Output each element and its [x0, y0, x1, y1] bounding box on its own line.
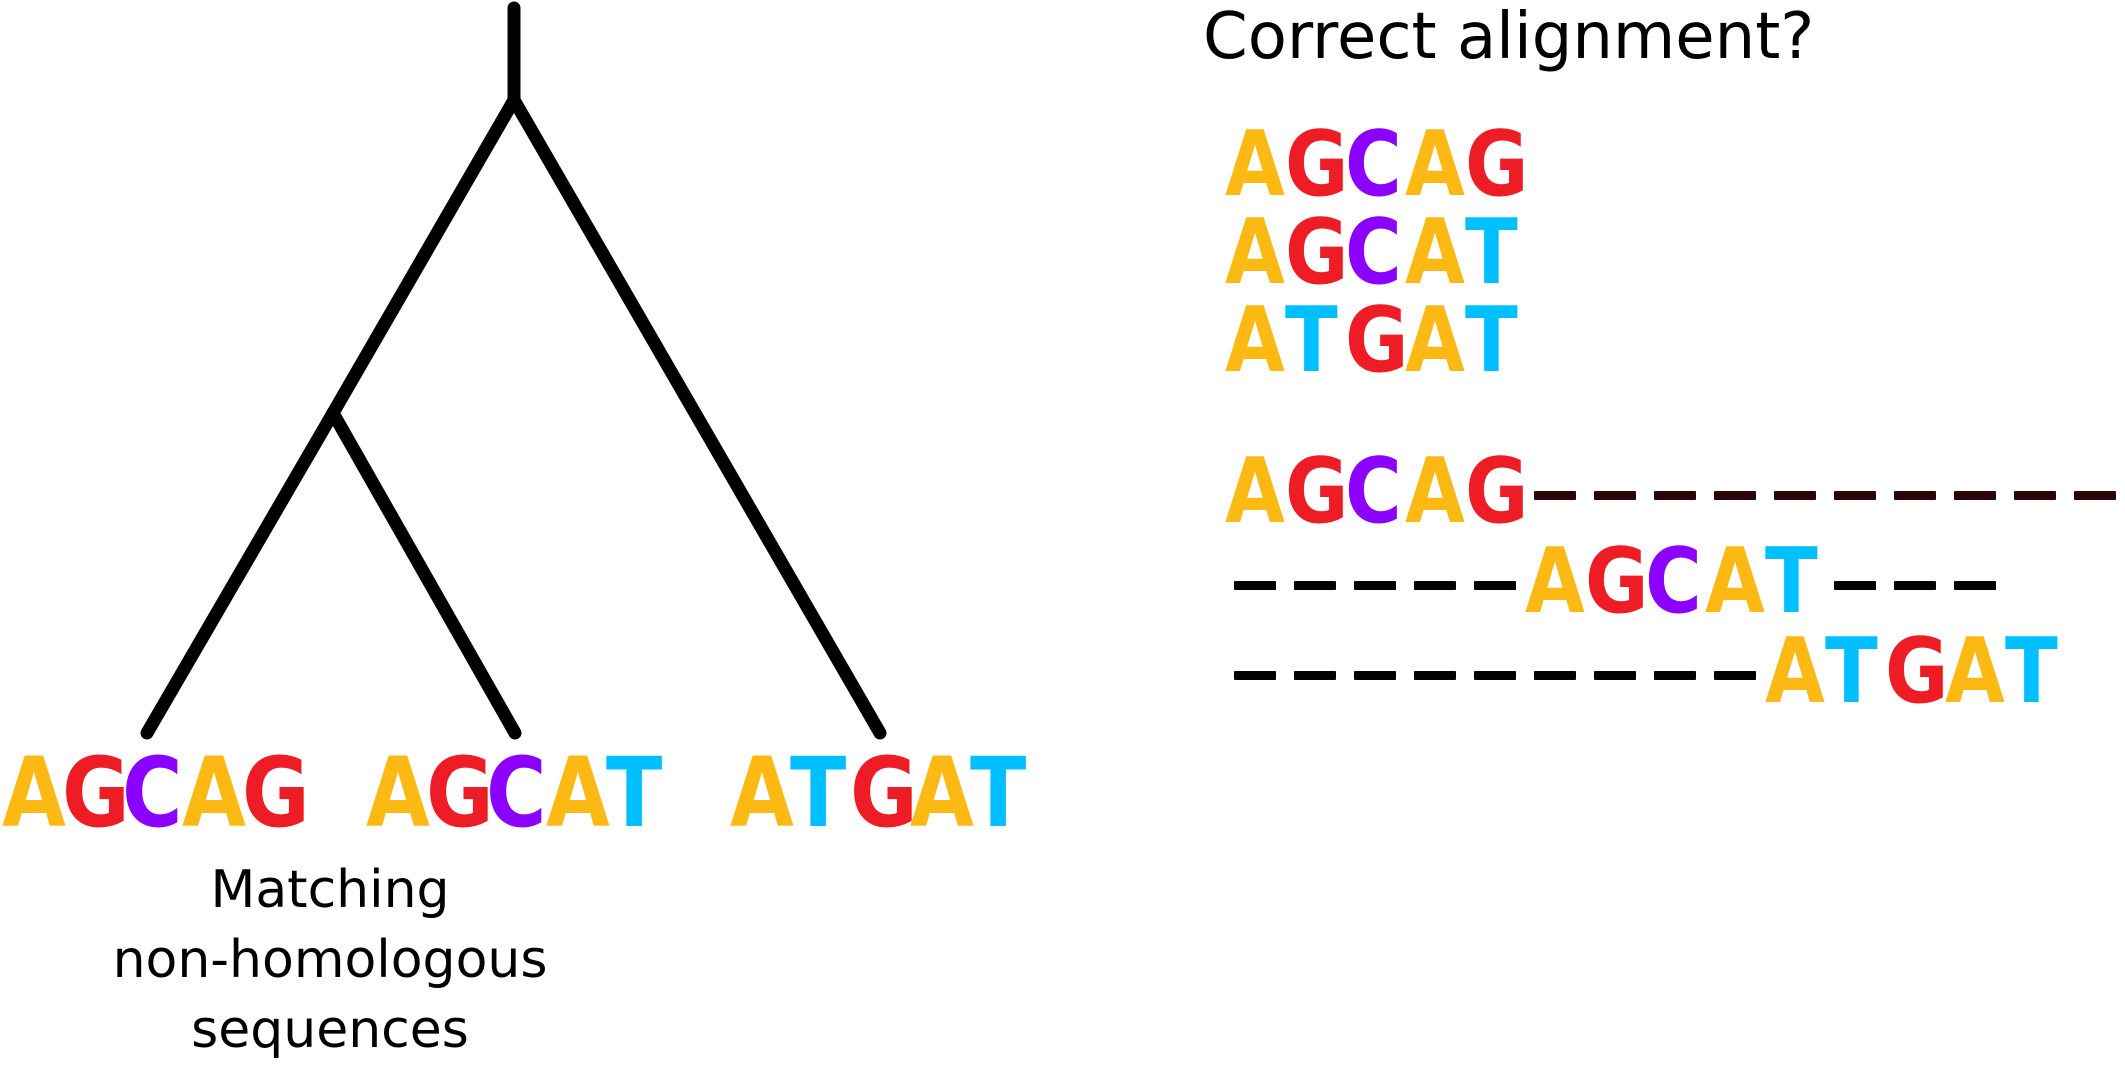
gap-dash	[1825, 447, 1885, 537]
nucleotide-A: A	[2, 737, 68, 849]
nucleotide-C: C	[1345, 200, 1404, 305]
gap-dash	[1405, 537, 1465, 627]
nucleotide-C: C	[1345, 112, 1404, 217]
gap-dash	[1645, 627, 1705, 717]
leaf-sequence-3: ATGAT	[730, 745, 1030, 841]
gap-dash	[1825, 537, 1885, 627]
gap-dash	[1285, 537, 1345, 627]
tree-branch-right	[507, 93, 887, 740]
tree-branch-leaf1	[140, 406, 340, 740]
simple-alignment-row-1: AGCAG	[1225, 112, 1531, 217]
caption-line-2: non-homologous	[112, 930, 548, 990]
gap-dash	[1585, 447, 1645, 537]
gap-dash	[1225, 537, 1285, 627]
gap-dash	[1945, 447, 2005, 537]
alignment-title: Correct alignment?	[1203, 0, 1815, 74]
nucleotide-A: A	[910, 737, 976, 849]
nucleotide-A: A	[1945, 619, 2007, 724]
nucleotide-G: G	[1465, 439, 1531, 544]
caption-line-3: sequences	[191, 1000, 469, 1060]
nucleotide-A: A	[1705, 529, 1767, 634]
nucleotide-A: A	[1225, 200, 1287, 305]
nucleotide-A: A	[1405, 112, 1467, 217]
phylogenetic-tree	[140, 1, 887, 740]
gap-dash	[1465, 627, 1525, 717]
leaf-sequence-1: AGCAG	[2, 737, 312, 849]
nucleotide-A: A	[1405, 200, 1467, 305]
nucleotide-A: A	[1405, 439, 1467, 544]
nucleotide-A: A	[182, 737, 248, 849]
nucleotide-T: T	[2005, 619, 2060, 724]
nucleotide-G: G	[426, 737, 496, 849]
gap-dash	[2005, 447, 2065, 537]
gap-dash	[1525, 447, 1585, 537]
gap-dash	[1885, 537, 1945, 627]
gapped-alignment-row-2: AGCAT	[1225, 537, 2005, 627]
nucleotide-T: T	[1825, 619, 1880, 724]
caption-line-1: Matching	[210, 860, 450, 920]
nucleotide-C: C	[1645, 529, 1704, 634]
simple-alignment-row-3: ATGAT	[1225, 296, 1525, 386]
nucleotide-G: G	[242, 737, 312, 849]
nucleotide-A: A	[730, 737, 796, 849]
nucleotide-G: G	[1585, 529, 1651, 634]
nucleotide-T: T	[1465, 288, 1520, 393]
nucleotide-G: G	[1345, 288, 1411, 393]
gap-dash	[2065, 447, 2125, 537]
nucleotide-A: A	[1225, 112, 1287, 217]
nucleotide-C: C	[486, 737, 549, 849]
nucleotide-G: G	[1285, 439, 1351, 544]
gap-dash	[1225, 627, 1285, 717]
caption: Matching non-homologous sequences	[40, 855, 620, 1065]
gap-dash	[1525, 627, 1585, 717]
nucleotide-G: G	[1465, 112, 1531, 217]
tree-branch-left	[326, 93, 521, 420]
gapped-alignment-row-1: AGCAG	[1225, 447, 2125, 537]
nucleotide-A: A	[1225, 439, 1287, 544]
gap-dash	[1645, 447, 1705, 537]
gap-dash	[1585, 627, 1645, 717]
simple-alignment-row-2: AGCAT	[1225, 208, 1525, 298]
nucleotide-T: T	[790, 737, 849, 849]
nucleotide-G: G	[1285, 112, 1351, 217]
gap-dash	[1705, 447, 1765, 537]
nucleotide-G: G	[62, 737, 132, 849]
nucleotide-C: C	[1345, 439, 1404, 544]
nucleotide-A: A	[1225, 288, 1287, 393]
nucleotide-T: T	[970, 737, 1029, 849]
gap-dash	[1945, 537, 2005, 627]
nucleotide-A: A	[366, 737, 432, 849]
nucleotide-A: A	[1405, 288, 1467, 393]
gap-dash	[1465, 537, 1525, 627]
leaf-sequence-2: AGCAT	[366, 745, 666, 841]
nucleotide-T: T	[1465, 200, 1520, 305]
gap-dash	[1345, 537, 1405, 627]
nucleotide-A: A	[546, 737, 612, 849]
nucleotide-C: C	[122, 737, 185, 849]
nucleotide-T: T	[1765, 529, 1820, 634]
gap-dash	[1885, 447, 1945, 537]
gap-dash	[1405, 627, 1465, 717]
tree-branch-leaf2	[326, 406, 522, 740]
gap-dash	[1285, 627, 1345, 717]
nucleotide-T: T	[606, 737, 665, 849]
nucleotide-T: T	[1285, 288, 1340, 393]
nucleotide-G: G	[1285, 200, 1351, 305]
gapped-alignment-row-3: ATGAT	[1225, 627, 2065, 717]
nucleotide-A: A	[1525, 529, 1587, 634]
gap-dash	[1705, 627, 1765, 717]
nucleotide-A: A	[1765, 619, 1827, 724]
gap-dash	[1345, 627, 1405, 717]
nucleotide-G: G	[850, 737, 920, 849]
gap-dash	[1765, 447, 1825, 537]
nucleotide-G: G	[1885, 619, 1951, 724]
